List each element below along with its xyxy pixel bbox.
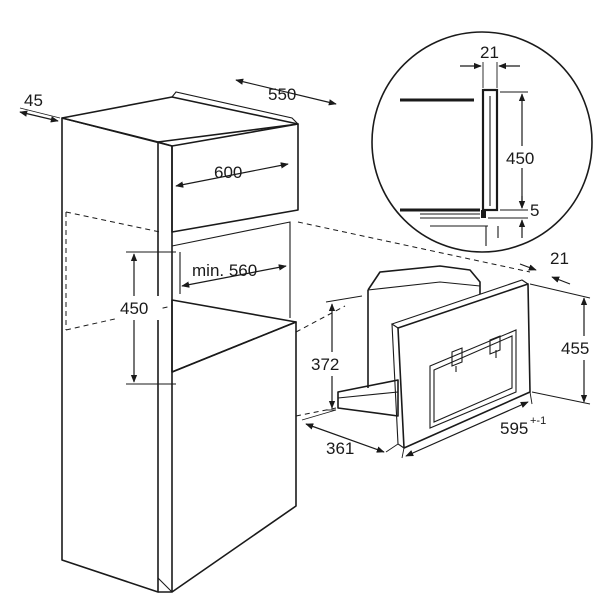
dash-line-4 xyxy=(295,305,346,333)
dim-450-niche: 450 xyxy=(116,251,176,385)
cabinet-foot xyxy=(157,577,173,593)
dim-361: 361 xyxy=(301,409,399,458)
dim-372-label: 372 xyxy=(311,355,339,374)
appliance-spout-right xyxy=(489,335,501,355)
dim-min-560: min. 560 xyxy=(181,261,287,288)
detail-view: 21 450 5 xyxy=(371,31,593,253)
appliance-spout-left xyxy=(451,347,463,367)
appliance-body-top xyxy=(367,265,481,294)
detail-5-label: 5 xyxy=(530,201,539,220)
appliance-frame-top xyxy=(390,279,529,329)
dim-45: 45 xyxy=(19,91,61,123)
dim-600-label: 600 xyxy=(214,163,242,182)
appliance-body-ridge xyxy=(367,281,481,291)
detail-trim xyxy=(485,226,499,246)
dim-21-frame: 21 xyxy=(519,249,571,285)
cabinet-lower-panel xyxy=(171,321,297,593)
dim-21-frame-label: 21 xyxy=(550,249,569,268)
dim-min-560-label: min. 560 xyxy=(192,261,257,280)
dim-595: 595 +-1 xyxy=(401,391,546,459)
dim-595-label: 595 xyxy=(500,419,528,438)
niche-shelf xyxy=(171,299,297,373)
appliance-base xyxy=(337,379,399,417)
dim-550: 550 xyxy=(235,78,337,106)
dim-455-label: 455 xyxy=(561,339,589,358)
dim-455: 455 xyxy=(529,283,600,405)
cabinet xyxy=(61,91,299,593)
dim-600: 600 xyxy=(175,162,289,188)
appliance-base-edge xyxy=(337,391,399,399)
dim-450-niche-label: 450 xyxy=(120,299,148,318)
niche-top xyxy=(171,221,291,318)
dim-45-label: 45 xyxy=(24,91,43,110)
dash-line-1 xyxy=(65,211,161,233)
dim-550-label: 550 xyxy=(268,85,296,104)
detail-450-label: 450 xyxy=(506,149,534,168)
dim-595-tolerance: +-1 xyxy=(530,415,546,427)
cabinet-front-edge xyxy=(157,141,173,593)
dash-line-2 xyxy=(297,221,531,273)
cabinet-side-panel xyxy=(61,117,159,593)
dim-372: 372 xyxy=(308,295,363,411)
detail-21-label: 21 xyxy=(480,43,499,62)
dash-line-5 xyxy=(295,407,337,417)
cabinet-top-edge xyxy=(171,91,299,125)
dim-361-label: 361 xyxy=(326,439,354,458)
